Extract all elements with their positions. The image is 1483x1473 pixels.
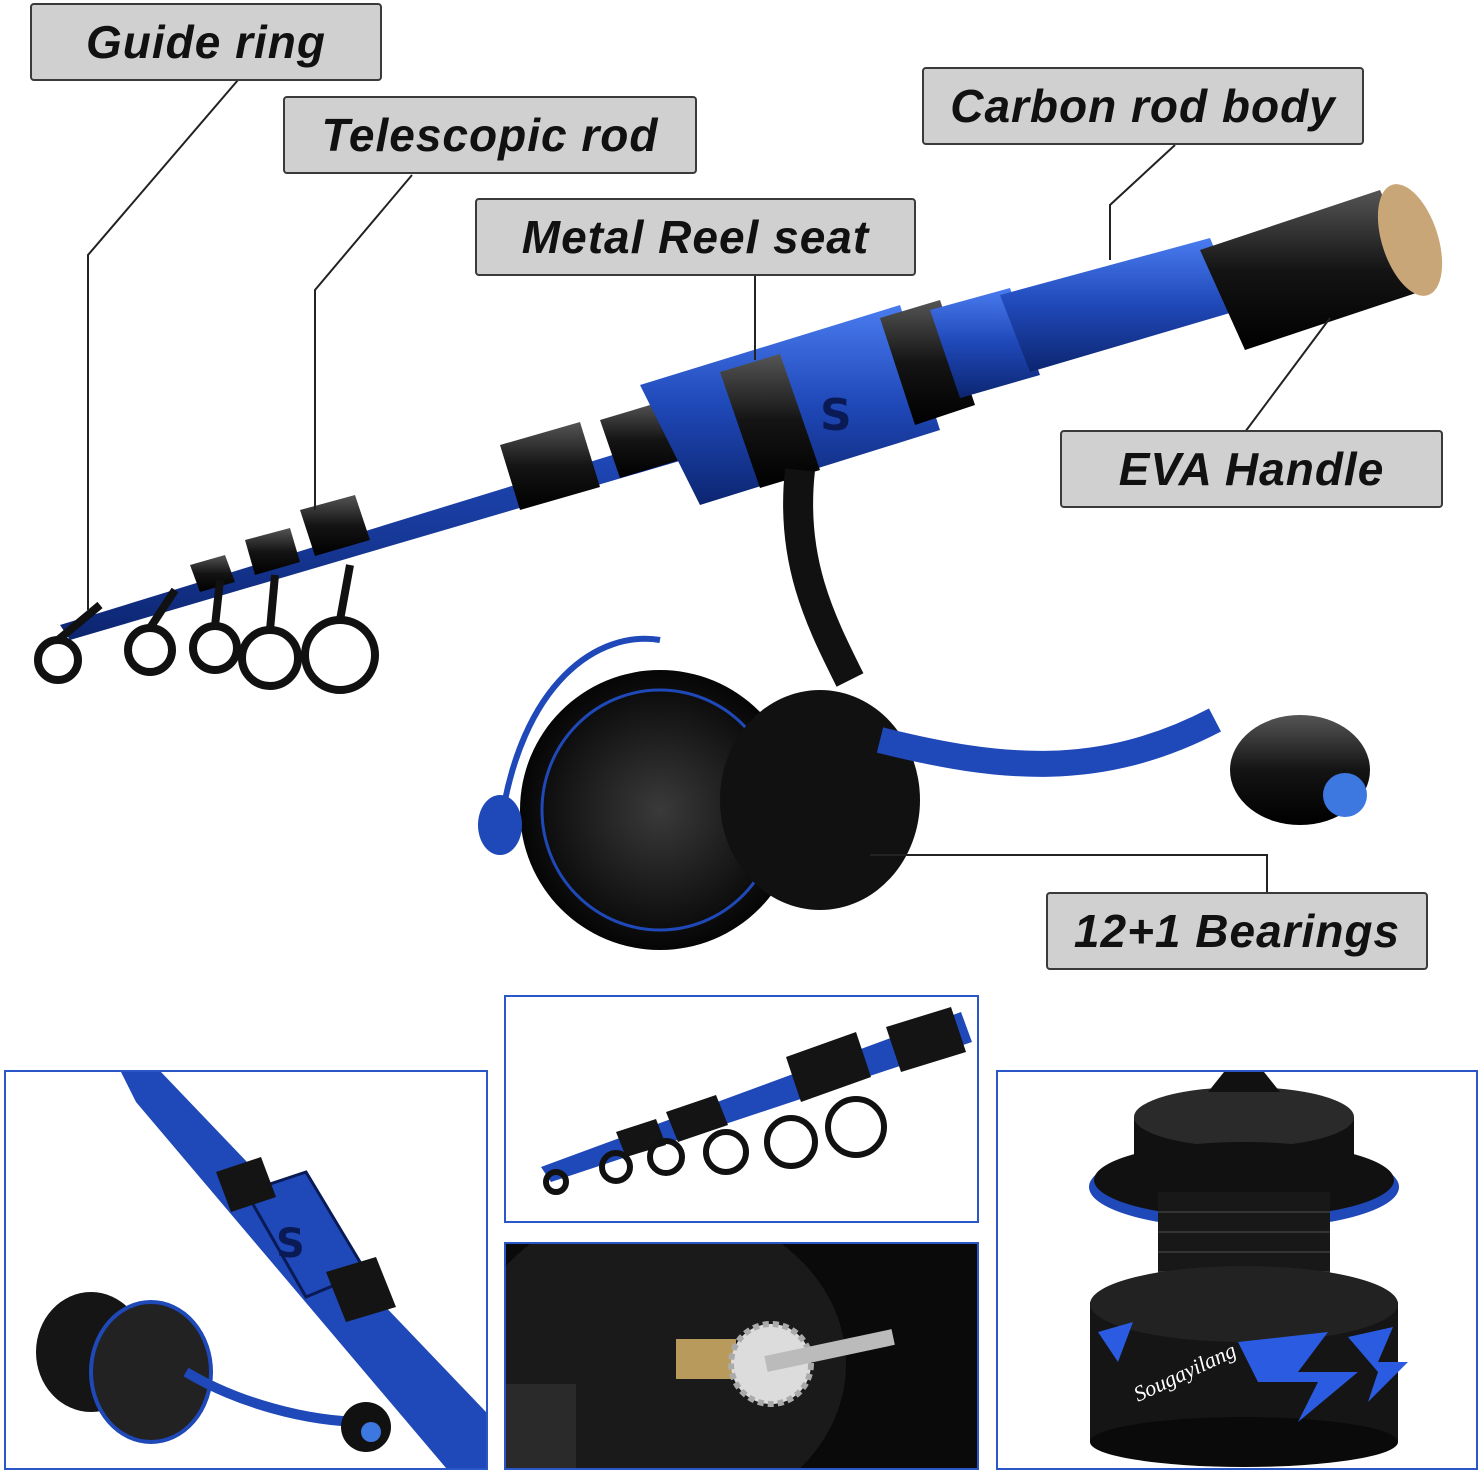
carbon-rod-body: [1000, 238, 1240, 372]
eva-handle-label: EVA Handle: [1060, 430, 1443, 508]
panel-rod-guides-closeup: [504, 995, 979, 1223]
main-product-illustration: S: [34, 184, 1443, 950]
callout-leader-lines: [87, 79, 1331, 893]
metal-reel-seat-label: Metal Reel seat: [475, 198, 916, 276]
bearings-label: 12+1 Bearings: [1046, 892, 1428, 970]
eva-handle: [1200, 184, 1443, 350]
svg-text:S: S: [276, 1221, 305, 1267]
panel-rod-and-reel-closeup: S: [4, 1070, 488, 1470]
guide-rings: [34, 564, 379, 694]
panel-spool-closeup: Sougayilang: [996, 1070, 1478, 1470]
panel-reel-gear-closeup: [504, 1242, 979, 1470]
guide-ring-label: Guide ring: [30, 3, 382, 81]
svg-text:S: S: [820, 390, 852, 441]
carbon-rod-body-label: Carbon rod body: [922, 67, 1364, 145]
telescopic-rod-label: Telescopic rod: [283, 96, 697, 174]
spinning-reel: [478, 468, 1370, 950]
